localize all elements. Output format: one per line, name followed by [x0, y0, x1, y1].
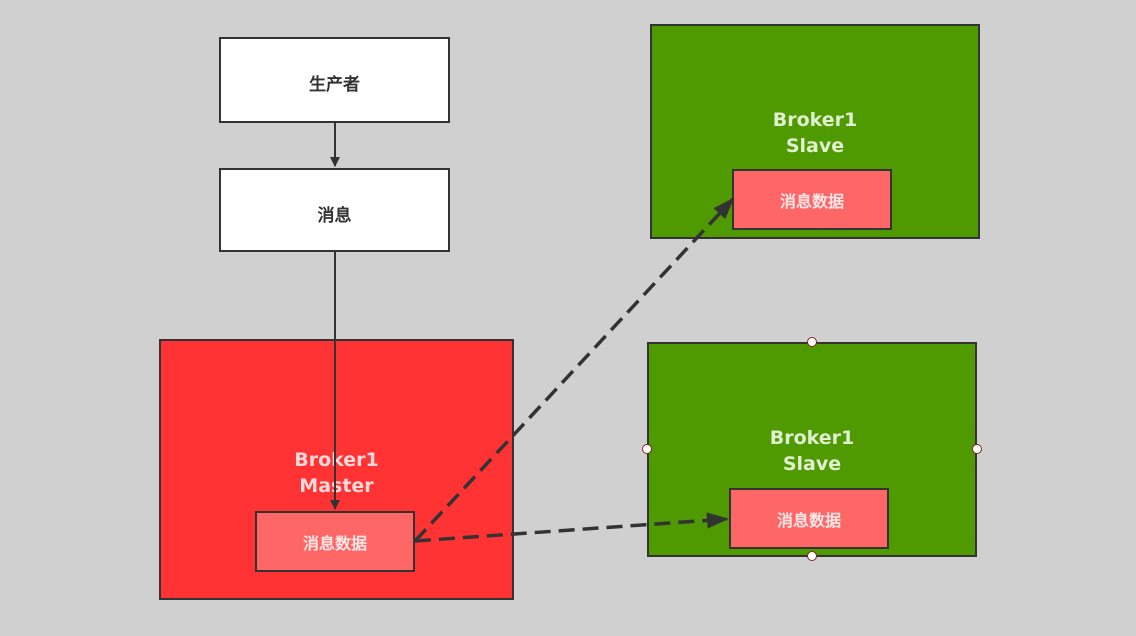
selection-handle-bottom[interactable] [807, 551, 817, 561]
broker-master-title-line1: Broker1 [294, 449, 379, 471]
broker-slave-bottom-title-line1: Broker1 [769, 427, 855, 449]
producer-node[interactable]: 生产者 [219, 37, 450, 123]
selection-handle-right[interactable] [972, 444, 982, 454]
slave-top-data-box[interactable]: 消息数据 [732, 169, 892, 230]
broker-master-title-line2: Master [299, 475, 374, 497]
message-node[interactable]: 消息 [219, 168, 450, 252]
slave-bottom-data-box[interactable]: 消息数据 [729, 488, 889, 549]
selection-handle-left[interactable] [642, 444, 652, 454]
broker-slave-top-title-line1: Broker1 [772, 109, 858, 131]
broker-slave-top-title-line2: Slave [785, 135, 845, 157]
broker-slave-bottom-title-line2: Slave [782, 453, 842, 475]
master-data-box[interactable]: 消息数据 [255, 511, 415, 572]
selection-handle-top[interactable] [807, 337, 817, 347]
producer-label: 生产者 [309, 75, 360, 95]
message-label: 消息 [317, 206, 352, 226]
